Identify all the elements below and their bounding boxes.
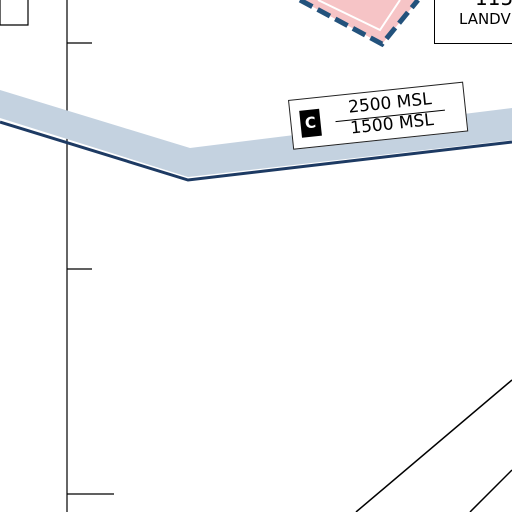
route-line-2: [469, 469, 512, 512]
class-c-badge-icon: C: [299, 108, 322, 138]
airspace-boundary-line: [0, 120, 512, 182]
navaid-name: LANDV: [459, 10, 511, 28]
airspace-boundary-band: [0, 90, 512, 177]
warning-diamond-icon: [298, 0, 420, 48]
label-box-corner: [0, 0, 29, 26]
navaid-frequency: 115: [475, 0, 512, 10]
navaid-label-box: 115 LANDV: [434, 0, 512, 44]
route-line: [355, 379, 512, 512]
